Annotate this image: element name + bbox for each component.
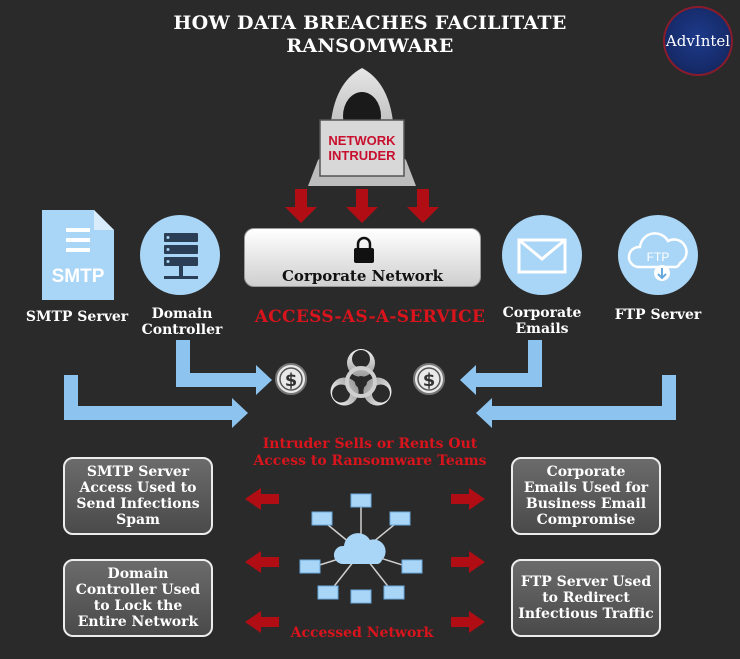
emails-line-2: Emails [515, 321, 569, 337]
corporate-network-label: Corporate Network [281, 267, 444, 285]
corporate-network-box: Corporate Network [244, 228, 481, 287]
down-arrow [407, 189, 439, 223]
intruder-line-1: NETWORK [328, 133, 396, 148]
intruder-sells-text: Intruder Sells or Rents Out Access to Ra… [220, 436, 520, 470]
emails-outcome-line: Corporate [546, 464, 626, 480]
down-arrow [346, 189, 378, 223]
monitor-icon [317, 585, 339, 600]
blue-flow-arrows [64, 340, 676, 428]
smtp-server-label: SMTP Server [25, 309, 129, 325]
smtp-outcome-line: SMTP Server [86, 464, 190, 480]
intruder-line-2: INTRUDER [328, 148, 396, 163]
logo-text: AdvIntel [665, 32, 731, 50]
monitor-icon [311, 511, 333, 526]
domain-outcome-line: to Lock the [93, 598, 183, 614]
ftp-to-center-arrow [476, 375, 676, 428]
hooded-hacker-icon [308, 68, 416, 186]
lock-icon [354, 236, 374, 263]
network-intruder-label: NETWORK INTRUDER [322, 133, 402, 163]
left-arrow [245, 488, 279, 510]
emails-outcome-line: Emails Used for [523, 480, 649, 496]
domain-controller-icon [140, 215, 220, 295]
emails-outcome-box: Corporate Emails Used for Business Email… [511, 457, 661, 535]
monitor-icon [350, 493, 372, 508]
smtp-document-icon: SMTP [42, 210, 114, 300]
smtp-icon-text: SMTP [52, 266, 105, 287]
right-arrow [451, 611, 485, 633]
domain-outcome-line: Domain [107, 566, 169, 582]
page-title: HOW DATA BREACHES FACILITATE RANSOMWARE [150, 12, 590, 58]
monitor-icon [401, 559, 423, 574]
smtp-outcome-line: Spam [116, 512, 160, 528]
dollar-coin-icon: $ [413, 363, 445, 395]
corporate-emails-label: Corporate Emails [490, 305, 594, 337]
ftp-icon-text: FTP [647, 250, 670, 264]
emails-outcome-line: Business Email [525, 496, 647, 512]
emails-line-1: Corporate [502, 305, 582, 321]
server-rack-icon [164, 233, 198, 279]
ftp-outcome-line: FTP Server Used [520, 574, 652, 590]
ftp-outcome-box: FTP Server Used to Redirect Infectious T… [511, 559, 661, 637]
ftp-outcome-line: Infectious Traffic [518, 606, 654, 622]
monitor-icon [350, 589, 372, 604]
access-as-a-service-label: ACCESS-AS-A-SERVICE [254, 307, 486, 327]
monitor-icon [299, 559, 321, 574]
cloud-icon [333, 533, 386, 564]
domain-line-1: Domain [151, 306, 213, 322]
domain-line-2: Controller [141, 322, 223, 338]
smtp-to-center-arrow [64, 375, 248, 428]
title-line-2: RANSOMWARE [286, 35, 454, 57]
monitor-icon [383, 585, 405, 600]
domain-outcome-box: Domain Controller Used to Lock the Entir… [63, 559, 213, 637]
sells-line-2: Access to Ransomware Teams [253, 453, 487, 469]
monitor-icon [389, 511, 411, 526]
right-arrow [451, 488, 485, 510]
right-arrow [451, 551, 485, 573]
left-arrow [245, 611, 279, 633]
dollar-symbol-left: $ [285, 370, 298, 391]
domain-controller-label: Domain Controller [130, 306, 234, 338]
accessed-network-label: Accessed Network [290, 625, 434, 641]
emails-to-center-arrow [460, 340, 542, 395]
ftp-server-icon: FTP [618, 215, 698, 295]
ftp-server-label: FTP Server [614, 307, 702, 323]
network-diagram-icon [299, 493, 423, 604]
down-arrow [285, 189, 317, 223]
biohazard-icon [330, 349, 392, 406]
intruder-down-arrows [285, 189, 439, 223]
title-line-1: HOW DATA BREACHES FACILITATE [173, 12, 567, 34]
smtp-outcome-box: SMTP Server Access Used to Send Infectio… [63, 457, 213, 535]
advintel-logo: AdvIntel [663, 6, 733, 76]
emails-outcome-line: Compromise [536, 512, 636, 528]
dollar-symbol-right: $ [423, 370, 436, 391]
domain-outcome-line: Entire Network [77, 614, 199, 630]
domain-to-center-arrow [176, 340, 272, 395]
smtp-outcome-line: Access Used to [79, 480, 197, 496]
corporate-emails-icon [502, 215, 582, 295]
left-arrow [245, 551, 279, 573]
dollar-coin-icon: $ [275, 363, 307, 395]
cloud-ftp-icon: FTP [627, 232, 688, 281]
envelope-icon [517, 238, 567, 274]
smtp-outcome-line: Send Infections [76, 496, 200, 512]
outward-red-arrows [245, 488, 485, 633]
ftp-outcome-line: to Redirect [542, 590, 630, 606]
domain-outcome-line: Controller Used [75, 582, 201, 598]
sells-line-1: Intruder Sells or Rents Out [262, 436, 478, 452]
